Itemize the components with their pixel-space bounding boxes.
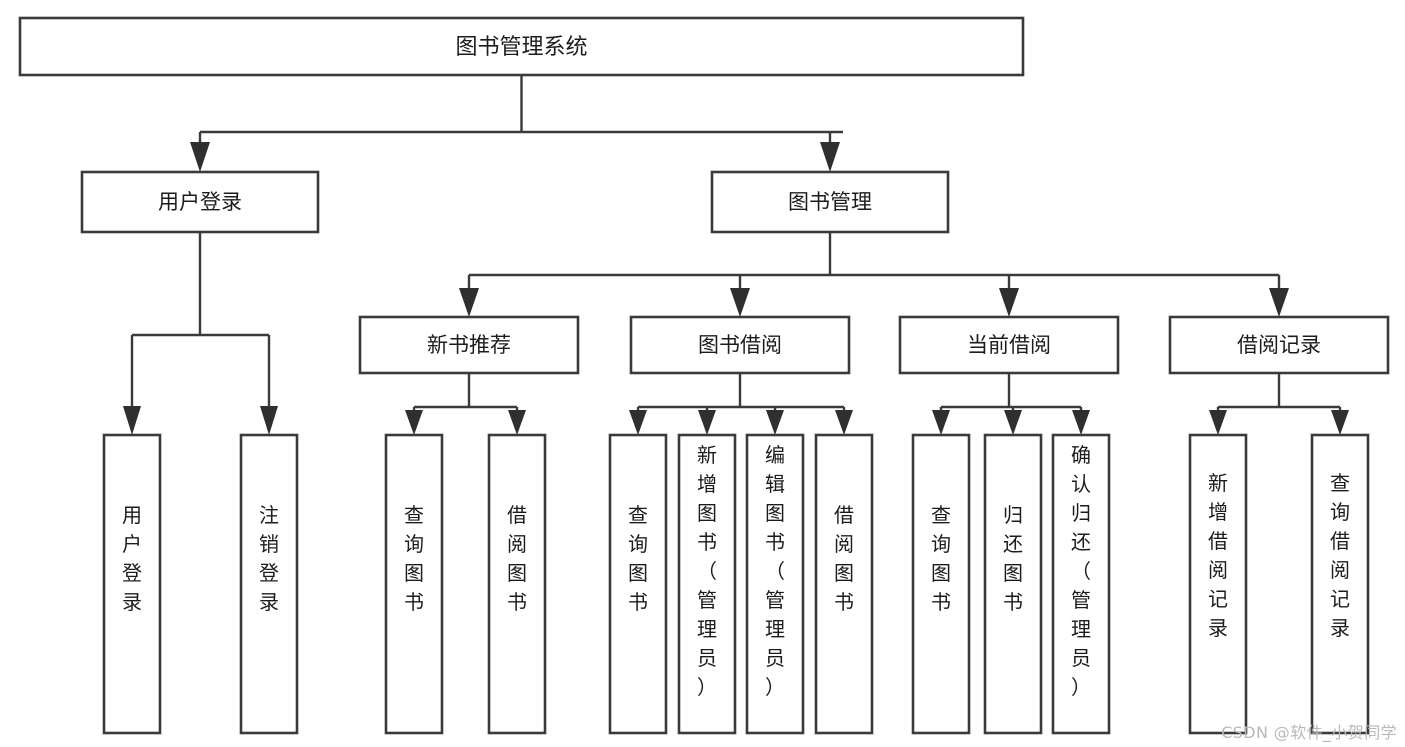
- arrow-head-leaf-borrow-book-rec: [508, 410, 526, 435]
- node-book-manage[interactable]: 图书管理: [710, 170, 950, 234]
- node-leaf-user-logout[interactable]: 注销登录: [239, 433, 299, 735]
- node-leaf-query-record[interactable]: 查询借阅记录: [1310, 433, 1370, 735]
- arrow-head-book-manage: [820, 142, 840, 172]
- node-user-login[interactable]: 用户登录: [80, 170, 320, 234]
- node-leaf-add-record[interactable]: 新增借阅记录: [1188, 433, 1248, 735]
- node-leaf-query-book-br[interactable]: 查询图书: [608, 433, 668, 735]
- node-leaf-query-book-rec-label: 查询图书: [404, 503, 424, 614]
- node-leaf-query-book-cb[interactable]: 查询图书: [911, 433, 971, 735]
- connectors-layer: [123, 75, 1349, 435]
- node-leaf-user-logout-label: 注销登录: [259, 503, 279, 614]
- node-leaf-add-record-box[interactable]: [1188, 433, 1248, 735]
- node-borrow-record-box[interactable]: [1168, 315, 1390, 375]
- node-leaf-query-record-label: 查询借阅记录: [1330, 471, 1350, 640]
- arrow-head-leaf-add-book: [698, 410, 716, 435]
- node-leaf-query-book-br-box[interactable]: [608, 433, 668, 735]
- node-current-borrow[interactable]: 当前借阅: [898, 315, 1120, 375]
- arrow-head-leaf-borrow-book-br: [835, 410, 853, 435]
- arrow-head-leaf-add-record: [1209, 410, 1227, 435]
- node-borrow-record-label: 借阅记录: [1237, 333, 1321, 357]
- node-leaf-edit-book-label: 编辑图书（管理员）: [765, 443, 785, 699]
- arrow-head-leaf-user-login: [123, 406, 141, 435]
- arrow-head-user-login: [190, 142, 210, 172]
- arrow-head-leaf-query-book-cb: [932, 410, 950, 435]
- node-leaf-user-logout-box[interactable]: [239, 433, 299, 735]
- node-leaf-confirm-return-label: 确认归还（管理员）: [1071, 443, 1091, 699]
- node-leaf-query-book-rec[interactable]: 查询图书: [384, 433, 444, 735]
- node-leaf-user-login-label: 用户登录: [122, 503, 142, 614]
- node-user-login-label: 用户登录: [158, 190, 242, 214]
- node-book-borrow-label: 图书借阅: [698, 333, 782, 357]
- node-leaf-edit-book-box[interactable]: [745, 433, 805, 735]
- arrow-head-borrow-record: [1269, 288, 1289, 317]
- node-leaf-confirm-return-box[interactable]: [1051, 433, 1111, 735]
- node-leaf-borrow-book-br-label: 借阅图书: [834, 503, 854, 614]
- node-book-manage-label: 图书管理: [788, 190, 872, 214]
- node-current-borrow-label: 当前借阅: [967, 333, 1051, 357]
- node-leaf-confirm-return[interactable]: 确认归还（管理员）: [1051, 433, 1111, 735]
- node-leaf-query-book-cb-label: 查询图书: [931, 503, 951, 614]
- node-new-book-rec-label: 新书推荐: [427, 333, 511, 357]
- node-new-book-rec-box[interactable]: [358, 315, 580, 375]
- node-leaf-add-book-box[interactable]: [677, 433, 737, 735]
- node-leaf-user-login-box[interactable]: [102, 433, 162, 735]
- arrow-head-book-borrow: [730, 288, 750, 317]
- node-leaf-borrow-book-rec[interactable]: 借阅图书: [487, 433, 547, 735]
- node-book-borrow-box[interactable]: [629, 315, 851, 375]
- node-leaf-query-book-rec-box[interactable]: [384, 433, 444, 735]
- leaf-nodes-layer: 用户登录 注销登录 查询图书 借阅图书 查询图书 新增图书（管理员）: [102, 433, 1370, 735]
- node-root[interactable]: 图书管理系统: [18, 16, 1025, 77]
- node-leaf-add-record-label: 新增借阅记录: [1208, 471, 1228, 640]
- node-leaf-return-book[interactable]: 归还图书: [983, 433, 1043, 735]
- node-leaf-query-book-cb-box[interactable]: [911, 433, 971, 735]
- node-leaf-borrow-book-rec-box[interactable]: [487, 433, 547, 735]
- node-leaf-user-login[interactable]: 用户登录: [102, 433, 162, 735]
- node-leaf-edit-book[interactable]: 编辑图书（管理员）: [745, 433, 805, 735]
- node-user-login-box[interactable]: [80, 170, 320, 234]
- node-leaf-add-book[interactable]: 新增图书（管理员）: [677, 433, 737, 735]
- arrow-head-leaf-query-record: [1331, 410, 1349, 435]
- node-current-borrow-box[interactable]: [898, 315, 1120, 375]
- node-leaf-add-book-label: 新增图书（管理员）: [697, 443, 717, 699]
- arrow-head-leaf-edit-book: [766, 410, 784, 435]
- arrow-head-new-book-rec: [459, 288, 479, 317]
- arrow-head-leaf-query-book-br: [629, 410, 647, 435]
- arrow-head-leaf-user-logout: [260, 406, 278, 435]
- arrow-head-current-borrow: [999, 288, 1019, 317]
- node-root-box[interactable]: [18, 16, 1025, 77]
- node-borrow-record[interactable]: 借阅记录: [1168, 315, 1390, 375]
- node-leaf-borrow-book-br-box[interactable]: [814, 433, 874, 735]
- node-leaf-return-book-box[interactable]: [983, 433, 1043, 735]
- node-leaf-return-book-label: 归还图书: [1003, 503, 1023, 614]
- arrow-head-leaf-query-book-rec: [405, 410, 423, 435]
- node-leaf-query-book-br-label: 查询图书: [628, 503, 648, 614]
- node-leaf-borrow-book-br[interactable]: 借阅图书: [814, 433, 874, 735]
- node-leaf-query-record-box[interactable]: [1310, 433, 1370, 735]
- arrow-head-leaf-return-book: [1004, 410, 1022, 435]
- node-book-manage-box[interactable]: [710, 170, 950, 234]
- node-leaf-borrow-book-rec-label: 借阅图书: [507, 503, 527, 614]
- node-root-label: 图书管理系统: [455, 35, 587, 60]
- node-book-borrow[interactable]: 图书借阅: [629, 315, 851, 375]
- node-new-book-rec[interactable]: 新书推荐: [358, 315, 580, 375]
- arrow-head-leaf-confirm-return: [1072, 410, 1090, 435]
